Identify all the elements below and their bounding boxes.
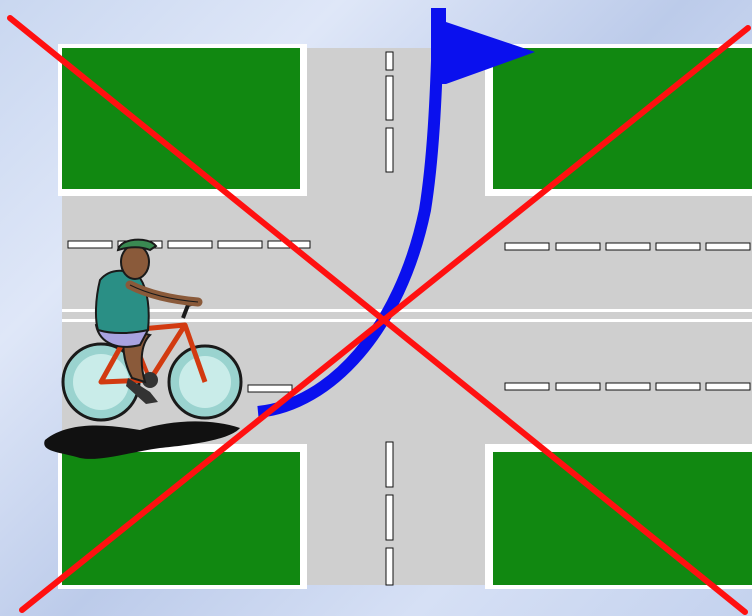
grass-block-bottom-left — [58, 444, 307, 589]
lane-dashes-lower-left — [248, 385, 292, 392]
lane-dashes-upper-right — [505, 243, 750, 250]
lane-dashes-lower-right — [505, 383, 750, 390]
center-line-horizontal — [62, 309, 752, 322]
grass-block-bottom-right — [485, 444, 752, 589]
lane-dashes-vertical-bottom — [386, 442, 393, 585]
lane-dashes-vertical-top — [386, 52, 393, 172]
grass-block-top-left — [58, 44, 307, 196]
grass-block-top-right — [485, 44, 752, 196]
lane-dashes-upper-left — [68, 241, 310, 248]
